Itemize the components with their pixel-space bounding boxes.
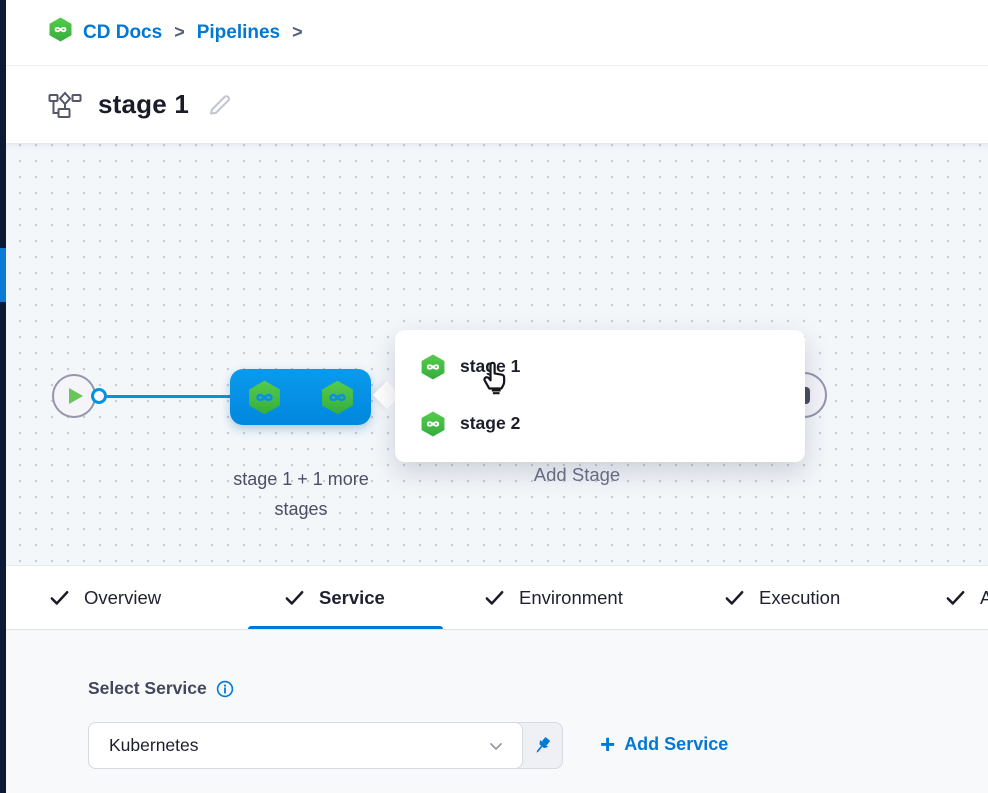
breadcrumb: CD Docs > Pipelines >: [6, 0, 988, 66]
page-title: stage 1: [98, 89, 190, 119]
select-service-label: Select Service: [88, 678, 207, 698]
tab-label: Environment: [519, 586, 623, 608]
tab-label: Service: [319, 586, 385, 608]
cd-stage-hexagon-icon: [320, 380, 355, 415]
service-select[interactable]: Kubernetes: [88, 722, 563, 769]
popup-item-label: stage 2: [460, 413, 521, 433]
cd-stage-hexagon-icon: [420, 354, 446, 380]
left-rail: [0, 0, 6, 793]
pipeline-canvas[interactable]: stage 1 + 1 more stages Add Stage stage …: [6, 143, 988, 565]
pin-service-button[interactable]: [521, 723, 562, 768]
add-service-label: Add Service: [624, 733, 729, 754]
cd-stage-hexagon-icon: [247, 380, 282, 415]
breadcrumb-separator: >: [292, 22, 303, 42]
check-icon: [485, 590, 504, 605]
service-tab-panel: Select Service Kubernetes: [6, 630, 988, 793]
tab-overview[interactable]: Overview: [48, 566, 161, 629]
chevron-down-icon: [486, 736, 506, 756]
tab-execution[interactable]: Execution: [723, 566, 840, 629]
stage-group-label: stage 1 + 1 more stages: [233, 469, 369, 519]
popup-item-stage-1[interactable]: stage 1: [420, 353, 805, 380]
check-icon: [285, 590, 304, 605]
tab-label: Execution: [759, 586, 841, 608]
stage-config-tabs: Overview Service Environment Execution A…: [6, 565, 988, 630]
breadcrumb-link-cd-docs[interactable]: CD Docs: [83, 21, 163, 43]
breadcrumb-link-pipelines[interactable]: Pipelines: [196, 21, 281, 43]
select-service-label-row: Select Service: [88, 678, 234, 699]
pipeline-edge: [101, 394, 231, 398]
stage-title-bar: stage 1: [6, 66, 988, 143]
tab-advanced[interactable]: Advanced: [944, 566, 988, 629]
service-select-value: Kubernetes: [109, 735, 199, 755]
pipeline-start-node[interactable]: [52, 374, 96, 418]
service-select-field[interactable]: Kubernetes: [88, 722, 523, 769]
cd-hexagon-infinity-icon: [48, 17, 73, 48]
main-area: CD Docs > Pipelines > stage 1: [6, 0, 988, 793]
add-service-button[interactable]: + Add Service: [600, 731, 728, 757]
stage-list-popup: stage 1 stage 2: [395, 330, 805, 462]
breadcrumb-separator: >: [174, 22, 185, 42]
tab-label: Advanced: [980, 586, 988, 608]
edge-anchor-dot[interactable]: [91, 388, 107, 404]
edit-stage-name-pencil-icon[interactable]: [207, 93, 231, 117]
add-stage-button[interactable]: Add Stage: [533, 464, 621, 485]
check-icon: [725, 590, 744, 605]
active-tab-underline: [248, 625, 443, 629]
info-icon[interactable]: [216, 680, 234, 698]
popup-item-label: stage 1: [460, 356, 521, 376]
stage-group-node[interactable]: [230, 369, 371, 425]
pipeline-stages-icon: [48, 91, 82, 119]
tab-environment[interactable]: Environment: [483, 566, 623, 629]
tab-label: Overview: [84, 586, 162, 608]
check-icon: [50, 590, 69, 605]
check-icon: [946, 590, 965, 605]
tab-service[interactable]: Service: [283, 566, 385, 629]
play-icon: [68, 387, 84, 405]
pushpin-icon: [531, 735, 553, 757]
cd-stage-hexagon-icon: [420, 411, 446, 437]
left-rail-active-indicator: [0, 248, 6, 302]
plus-icon: +: [600, 729, 616, 759]
popup-item-stage-2[interactable]: stage 2: [420, 410, 805, 437]
